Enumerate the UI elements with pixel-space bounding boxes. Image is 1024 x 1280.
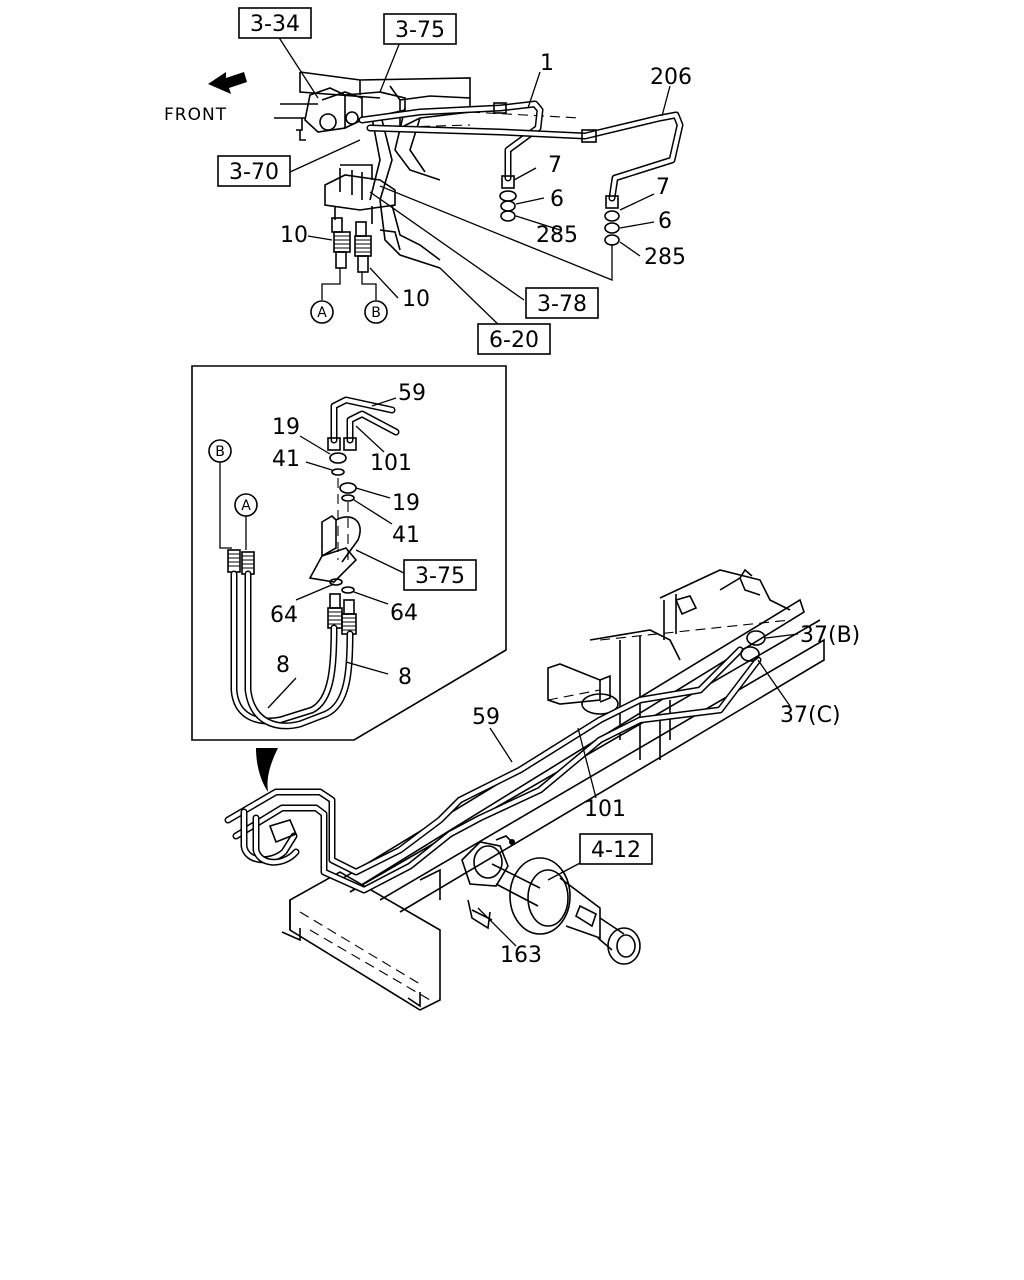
chassis-frame — [224, 568, 825, 1011]
ref-box-3-34[interactable]: 3-34 — [238, 7, 312, 39]
inset-detail: B A — [191, 365, 507, 741]
callout-101-main: 101 — [584, 797, 626, 822]
svg-text:B: B — [371, 305, 381, 321]
circle-marker-b-top: B — [364, 300, 388, 324]
callout-8-left: 8 — [276, 653, 290, 678]
front-label: FRONT — [164, 105, 227, 125]
svg-text:3-78: 3-78 — [537, 292, 587, 317]
callout-7-right: 7 — [656, 175, 670, 200]
callout-19-upper: 19 — [272, 415, 300, 440]
svg-text:3-75: 3-75 — [415, 564, 465, 589]
svg-text:3-70: 3-70 — [229, 160, 279, 185]
svg-text:3-75: 3-75 — [395, 18, 445, 43]
callout-163: 163 — [500, 943, 542, 968]
svg-text:3-34: 3-34 — [250, 12, 300, 37]
ref-box-4-12[interactable]: 4-12 — [579, 833, 653, 865]
callout-285-left: 285 — [536, 223, 578, 248]
svg-text:6-20: 6-20 — [489, 328, 539, 353]
ref-box-3-70[interactable]: 3-70 — [217, 155, 291, 187]
circle-marker-a-inset: A — [234, 493, 258, 517]
callout-37b: 37(B) — [800, 623, 860, 648]
callout-1: 1 — [540, 51, 554, 76]
callout-10-left: 10 — [280, 223, 308, 248]
callout-206: 206 — [650, 65, 692, 90]
ref-box-3-75-top[interactable]: 3-75 — [383, 13, 457, 45]
callout-37c: 37(C) — [780, 703, 841, 728]
svg-text:A: A — [317, 305, 327, 321]
callout-64-left: 64 — [270, 603, 298, 628]
callout-41-upper: 41 — [272, 447, 300, 472]
callout-8-right: 8 — [398, 665, 412, 690]
union-fittings — [331, 217, 372, 273]
callout-64-right: 64 — [390, 601, 418, 626]
callout-6-left: 6 — [550, 187, 564, 212]
rear-axle-differential — [461, 835, 641, 965]
callout-101-inset: 101 — [370, 451, 412, 476]
ref-box-3-75-inset[interactable]: 3-75 — [403, 559, 477, 591]
callout-59-main: 59 — [472, 705, 500, 730]
callout-7-left: 7 — [548, 153, 562, 178]
callout-6-right: 6 — [658, 209, 672, 234]
master-cylinder-assembly: FRONT — [164, 35, 684, 331]
circle-marker-a-top: A — [310, 300, 334, 324]
callout-59-inset: 59 — [398, 381, 426, 406]
svg-text:B: B — [215, 444, 225, 460]
ref-box-3-78[interactable]: 3-78 — [525, 287, 599, 319]
svg-text:4-12: 4-12 — [591, 838, 641, 863]
svg-text:A: A — [241, 498, 251, 514]
callout-41-lower: 41 — [392, 523, 420, 548]
callout-285-right: 285 — [644, 245, 686, 270]
circle-marker-b-inset: B — [208, 439, 232, 463]
front-arrow-icon — [208, 72, 247, 94]
ref-box-6-20[interactable]: 6-20 — [477, 323, 551, 355]
callout-10-right: 10 — [402, 287, 430, 312]
callout-19-lower: 19 — [392, 491, 420, 516]
